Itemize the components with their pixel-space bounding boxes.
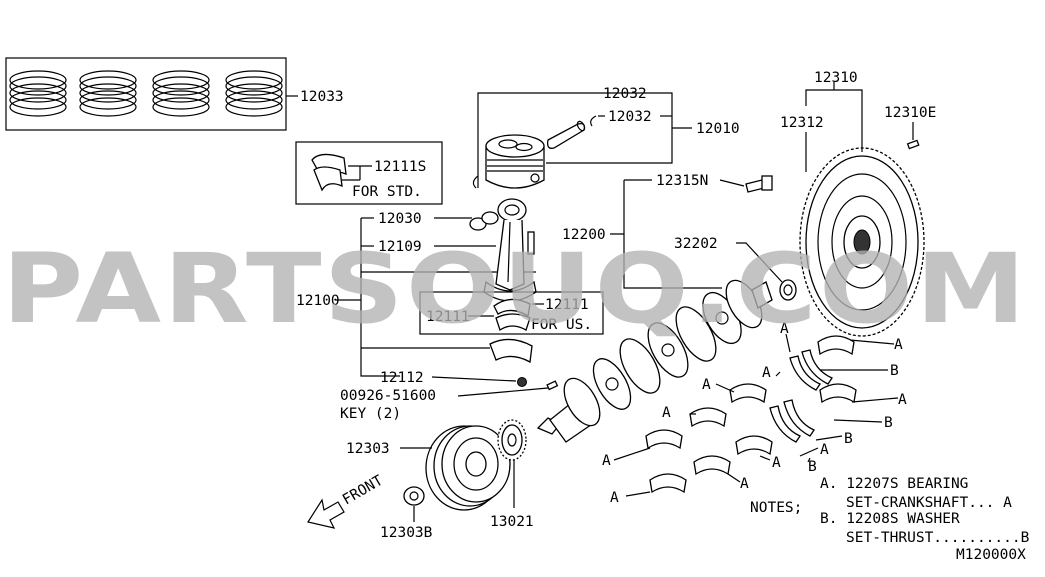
us-bearing-box[interactable] — [419, 291, 604, 335]
label-12111-lower: 12111 — [426, 309, 470, 325]
connecting-rod-bushing[interactable] — [469, 211, 499, 231]
piston[interactable] — [485, 134, 545, 189]
label-12303b: 12303B — [380, 525, 433, 541]
letter-a-6: A — [772, 455, 781, 471]
front-arrow-icon — [307, 498, 345, 529]
piston-pin[interactable] — [546, 120, 586, 149]
label-12315n: 12315N — [656, 173, 708, 189]
thrust-washers[interactable] — [769, 349, 833, 443]
note-b-line1: B. 12208S WASHER — [820, 511, 960, 527]
label-12111-upper: 12111 — [545, 297, 589, 313]
label-for-us: FOR US. — [531, 317, 592, 333]
diagram-code: M120000X — [956, 547, 1026, 563]
connecting-rod-cap[interactable] — [489, 338, 533, 364]
connecting-rod-nut[interactable] — [517, 377, 527, 387]
label-12312: 12312 — [780, 115, 824, 131]
letter-a-5: A — [740, 476, 749, 492]
crankshaft-sprocket[interactable] — [497, 419, 527, 461]
note-a-line1: A. 12207S BEARING — [820, 476, 968, 492]
connecting-rod[interactable] — [483, 198, 537, 302]
crankshaft-pulley[interactable] — [425, 425, 511, 511]
pulley-washer[interactable] — [403, 486, 425, 506]
label-12303: 12303 — [346, 441, 390, 457]
letter-a-9: A — [820, 442, 829, 458]
letter-b-3: B — [844, 431, 853, 447]
crankshaft-key[interactable] — [546, 380, 559, 391]
piston-ring-set[interactable] — [5, 57, 298, 131]
letter-b-1: B — [890, 363, 899, 379]
flywheel[interactable] — [799, 147, 925, 337]
label-key-2: KEY (2) — [340, 406, 401, 422]
label-for-std: FOR STD. — [352, 184, 422, 200]
label-13021: 13021 — [490, 514, 534, 530]
flywheel-bolt[interactable] — [745, 175, 773, 193]
label-12032-upper: 12032 — [603, 86, 647, 102]
note-a-line2: SET-CRANKSHAFT... A — [846, 495, 1012, 511]
label-12109: 12109 — [378, 239, 422, 255]
label-12032-lower: 12032 — [608, 109, 652, 125]
label-front: FRONT — [340, 473, 386, 509]
label-12200: 12200 — [562, 227, 606, 243]
crankshaft[interactable] — [536, 274, 773, 443]
letter-a-2: A — [602, 453, 611, 469]
label-12111s: 12111S — [374, 159, 426, 175]
flywheel-dowel[interactable] — [906, 139, 920, 150]
letter-a-10: A — [780, 321, 789, 337]
label-12310e: 12310E — [884, 105, 936, 121]
letter-b-4: B — [808, 459, 817, 475]
label-12100: 12100 — [296, 293, 340, 309]
label-12010: 12010 — [696, 121, 740, 137]
letter-a-4: A — [702, 377, 711, 393]
label-12030: 12030 — [378, 211, 422, 227]
pilot-bushing[interactable] — [779, 279, 797, 301]
label-12310: 12310 — [814, 70, 858, 86]
label-32202: 32202 — [674, 236, 718, 252]
label-00926-51600: 00926-51600 — [340, 388, 436, 404]
note-b-line2: SET-THRUST..........B — [846, 530, 1030, 546]
std-bearing-box[interactable] — [295, 141, 443, 205]
letter-a-3: A — [662, 405, 671, 421]
letter-b-2: B — [884, 415, 893, 431]
label-12033: 12033 — [300, 89, 344, 105]
letter-a-1: A — [610, 490, 619, 506]
watermark: PARTSOUQ.COM — [2, 233, 1028, 345]
letter-a-11: A — [762, 365, 771, 381]
label-12112: 12112 — [380, 370, 424, 386]
piston-pin-clip[interactable] — [472, 115, 597, 189]
notes-title: NOTES; — [750, 500, 802, 516]
letter-a-7: A — [898, 392, 907, 408]
letter-a-8: A — [894, 337, 903, 353]
